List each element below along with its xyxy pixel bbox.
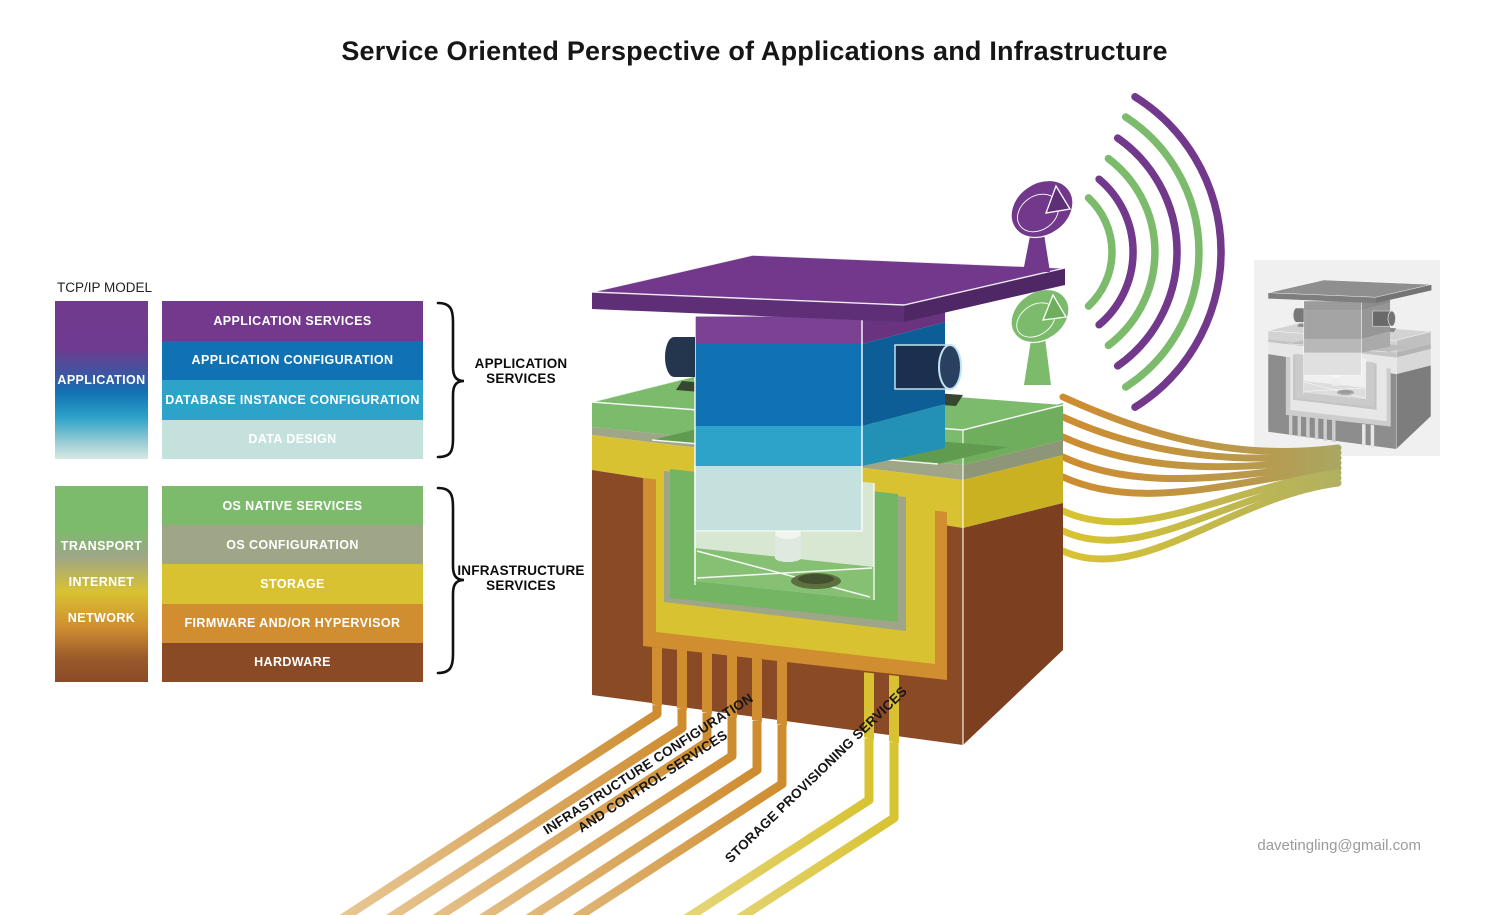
infrastructure-services-brace <box>436 486 465 675</box>
page-title: Service Oriented Perspective of Applicat… <box>341 36 1168 66</box>
tcpip-transport-label: TRANSPORT <box>60 539 143 553</box>
tcpip-application-label: APPLICATION <box>57 373 146 387</box>
infrastructure-services-brace-label: INFRASTRUCTURE SERVICES <box>457 563 585 593</box>
tcpip-network-label: NETWORK <box>67 611 136 625</box>
stack-layer: DATABASE INSTANCE CONFIGURATION <box>162 380 423 420</box>
tcpip-model-heading: TCP/IP MODEL <box>57 280 153 295</box>
stack-layer: STORAGE <box>162 564 423 604</box>
signal-arcs <box>1084 93 1225 411</box>
stack-layer: OS NATIVE SERVICES <box>162 486 423 526</box>
remote-infrastructure-structure <box>1268 279 1432 450</box>
application-services-brace <box>436 301 465 459</box>
service-wires <box>339 705 899 915</box>
tcpip-application-gradient: APPLICATION <box>55 301 148 459</box>
stack-layer: FIRMWARE AND/OR HYPERVISOR <box>162 603 423 643</box>
application-services-brace-label: APPLICATION SERVICES <box>474 356 568 386</box>
stack-layer: APPLICATION CONFIGURATION <box>162 340 423 380</box>
stack-layer: APPLICATION SERVICES <box>162 301 423 341</box>
tcpip-internet-label: INTERNET <box>68 575 135 589</box>
main-infrastructure-structure <box>591 179 1074 745</box>
wires-to-remote-node <box>1059 393 1342 563</box>
stack-layer: OS CONFIGURATION <box>162 525 423 565</box>
stack-layer: DATA DESIGN <box>162 419 423 459</box>
author-email: davetingling@gmail.com <box>1257 837 1421 854</box>
stack-layer: HARDWARE <box>162 642 423 683</box>
tcpip-network-gradient: TRANSPORT INTERNET NETWORK <box>55 486 148 682</box>
